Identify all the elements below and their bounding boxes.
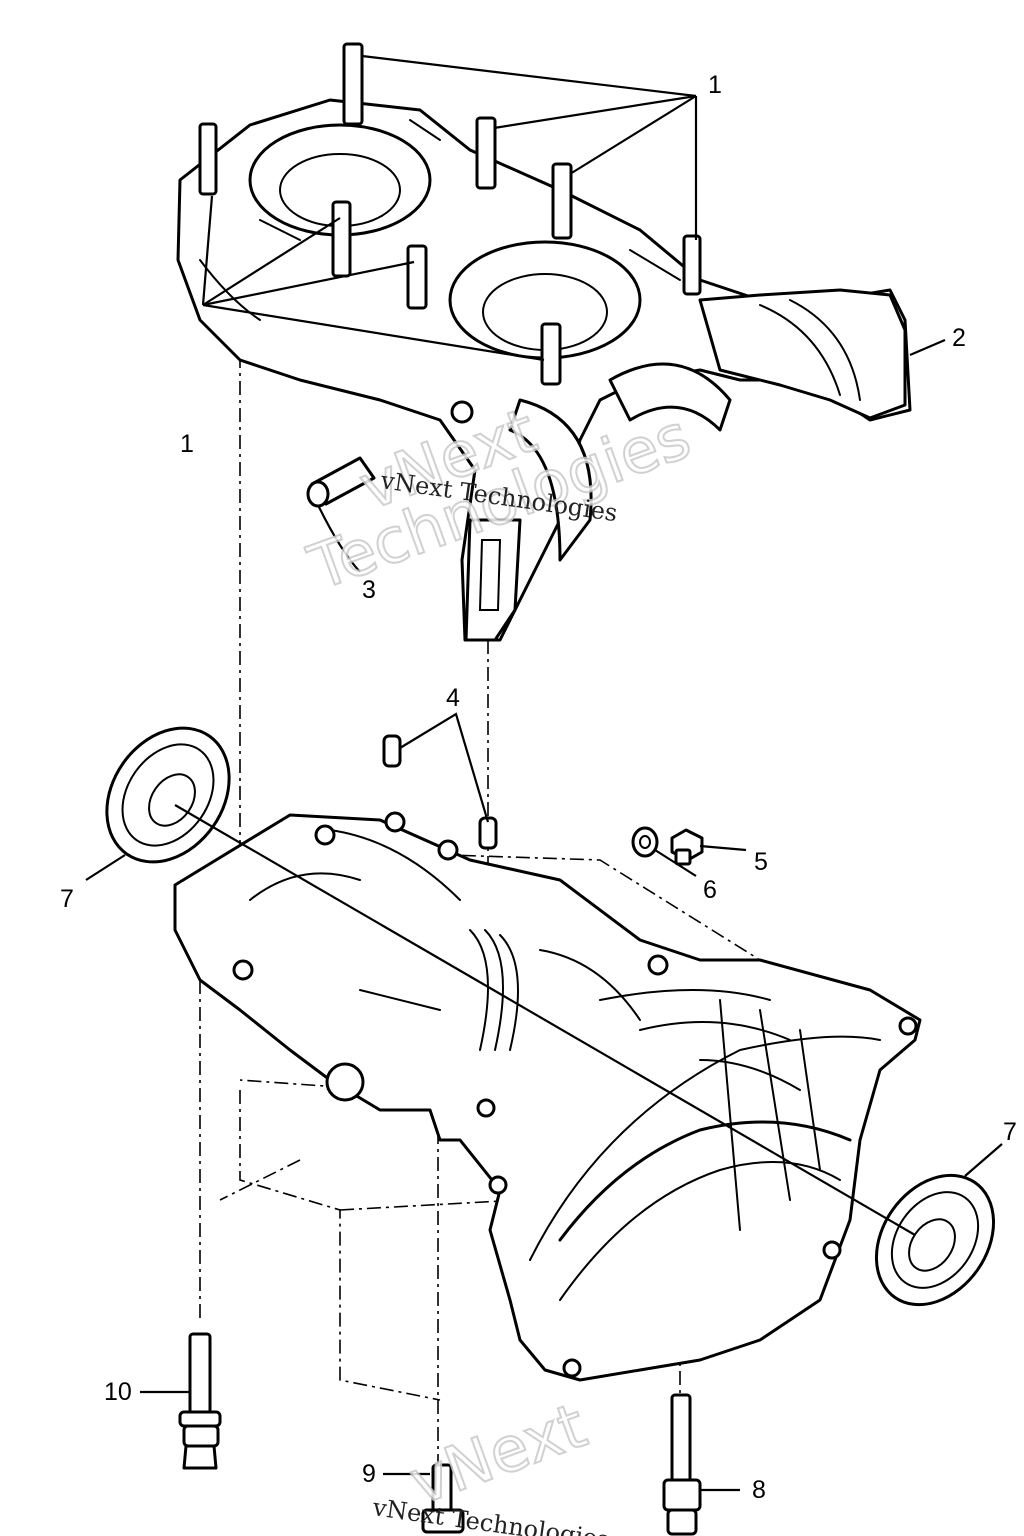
callout-labels: 1 1 2 3 4 5 6 7 7 8 9 10 <box>60 71 1017 1504</box>
sealing-washer-part-6 <box>631 826 659 858</box>
callout-9: 9 <box>362 1460 376 1488</box>
callout-3: 3 <box>362 576 376 604</box>
callout-8: 8 <box>752 1476 766 1504</box>
bolt-part-9 <box>421 1463 465 1534</box>
callout-6: 6 <box>703 876 717 904</box>
drain-plug-part-5 <box>670 828 704 866</box>
lower-crankcase-half <box>173 811 922 1382</box>
bolt-part-10 <box>178 1332 222 1470</box>
crankshaft-seal-left-part-7 <box>105 726 231 864</box>
dowel-pin-part-3 <box>306 400 474 508</box>
crankshaft-seal-right-part-7 <box>874 1173 996 1307</box>
watermark-bottom: vNext vNext Technologies <box>370 1388 611 1536</box>
callout-leader-lines <box>85 54 1003 1492</box>
callout-10: 10 <box>104 1378 132 1406</box>
callout-4: 4 <box>446 684 460 712</box>
bolt-part-8 <box>662 1393 702 1536</box>
cylinder-studs <box>198 42 702 386</box>
callout-7-left: 7 <box>60 885 74 913</box>
callout-5: 5 <box>754 848 768 876</box>
watermark-bottom-caption: vNext Technologies <box>370 1493 611 1536</box>
callout-7-right: 7 <box>1003 1118 1017 1146</box>
watermark-bottom-line1: vNext <box>400 1389 595 1520</box>
dowel-pins-part-4 <box>382 734 498 850</box>
seal-axis-line <box>174 804 916 1236</box>
callout-2: 2 <box>952 324 966 352</box>
callout-1-left: 1 <box>180 430 194 458</box>
callout-1-top: 1 <box>708 71 722 99</box>
